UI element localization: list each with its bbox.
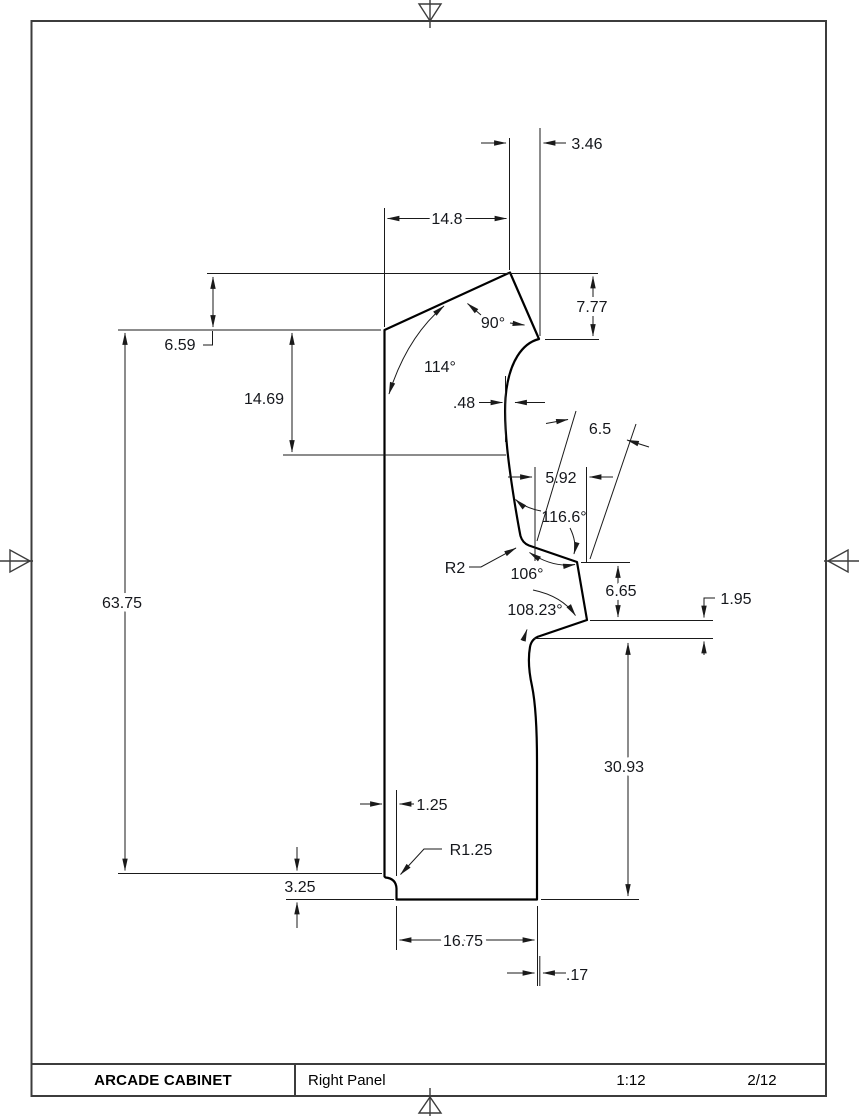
dim-label-foot-height: 3.25 xyxy=(284,879,315,896)
title-block-project: ARCADE CABINET xyxy=(94,1072,232,1089)
title-block-sheet-number: 2/12 xyxy=(747,1072,776,1089)
extension-lines xyxy=(118,128,713,986)
dim-label-radius-r2: R2 xyxy=(445,560,466,577)
right-center-mark-icon xyxy=(824,548,859,574)
dim-label-shelf-offset: 1.95 xyxy=(720,591,751,608)
panel-outline xyxy=(383,271,589,901)
dim-label-control-panel-width: 5.92 xyxy=(545,470,576,487)
dim-label-radius-r125: R1.25 xyxy=(450,842,493,859)
dim-label-marquee-rise: 6.59 xyxy=(164,337,195,354)
dimension-lines xyxy=(122,140,715,976)
dim-label-base-toe-offset: .17 xyxy=(566,967,588,984)
dim-label-base-width: 16.75 xyxy=(443,933,483,950)
dim-label-screen-inset: .48 xyxy=(453,395,475,412)
dim-label-control-panel-depth: 6.5 xyxy=(589,421,611,438)
dim-label-front-face-height: 6.65 xyxy=(605,583,636,600)
dim-label-total-height: 63.75 xyxy=(102,595,142,612)
dim-label-front-bottom-angle: 108.23° xyxy=(507,602,562,619)
bottom-center-mark-icon xyxy=(417,1088,443,1116)
dim-label-top-offset-width: 3.46 xyxy=(571,136,602,153)
dim-label-monitor-angle: 90° xyxy=(481,315,505,332)
dim-label-monitor-face-height: 7.77 xyxy=(576,299,607,316)
dim-label-lower-front-height: 30.93 xyxy=(604,759,644,776)
dim-label-front-top-angle: 106° xyxy=(510,566,543,583)
dimension-labels: 3.46 14.8 7.77 90° 6.59 114° 14.69 .48 6… xyxy=(98,136,752,984)
title-block-scale: 1:12 xyxy=(616,1072,645,1089)
dim-label-marquee-drop: 14.69 xyxy=(244,391,284,408)
dim-label-panel-top-angle: 116.6° xyxy=(541,509,586,526)
title-block: ARCADE CABINET Right Panel 1:12 2/12 xyxy=(31,1063,826,1096)
title-block-view-name: Right Panel xyxy=(308,1072,386,1089)
top-center-mark-icon xyxy=(417,0,443,28)
dim-label-upper-width: 14.8 xyxy=(431,211,462,228)
dim-label-foot-notch-width: 1.25 xyxy=(416,797,447,814)
left-center-mark-icon xyxy=(0,548,33,574)
sheet-border xyxy=(30,20,827,1097)
dim-label-marquee-angle: 114° xyxy=(424,359,456,376)
right-panel-profile xyxy=(383,271,589,901)
